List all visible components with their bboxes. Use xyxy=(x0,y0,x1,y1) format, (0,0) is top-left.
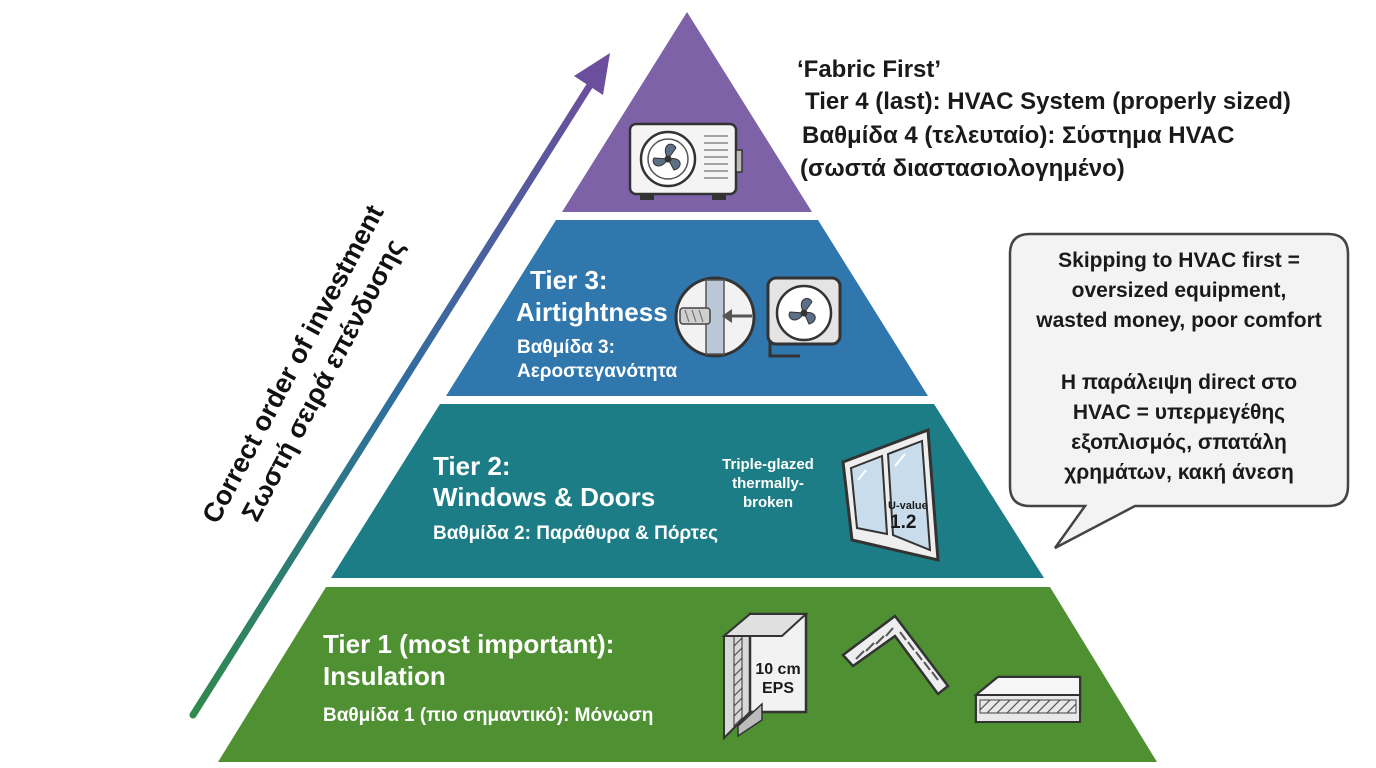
bubble-gr-line4: χρημάτων, κακή άνεση xyxy=(1064,461,1294,484)
sealed-joint-icon xyxy=(674,276,756,358)
tier-2-note: Triple-glazed thermally- broken xyxy=(708,455,828,512)
bubble-text-greek: Η παράλειψη direct στο HVAC = υπερμεγέθη… xyxy=(1014,368,1344,488)
air-conditioner-outdoor-unit-icon xyxy=(628,122,743,200)
tier-1-subtitle: Βαθμίδα 1 (πιο σημαντικό): Μόνωση xyxy=(323,705,654,726)
tier-4-heading: ‘Fabric First’ xyxy=(797,56,942,83)
insulation-board-icon xyxy=(721,611,809,741)
tier-1-title-line2: Insulation xyxy=(323,661,446,691)
tier-4-subtitle-line1: Βαθμίδα 4 (τελευταίο): Σύστημα HVAC xyxy=(802,122,1235,149)
roof-insulation-icon xyxy=(841,614,950,696)
ventilation-fan-icon xyxy=(766,276,842,358)
u-value-label: U-value xyxy=(888,500,928,512)
tier-2-subtitle: Βαθμίδα 2: Παράθυρα & Πόρτες xyxy=(433,523,719,544)
tier-1-title-line1: Tier 1 (most important): xyxy=(323,629,615,659)
board-label-line1: 10 cm xyxy=(755,661,801,678)
bubble-gr-line2: HVAC = υπερμεγέθης xyxy=(1072,401,1286,424)
tier-2-title-line2: Windows & Doors xyxy=(433,482,656,512)
tier-2-note-line2: thermally- xyxy=(732,475,804,492)
tier-3-subtitle-line2: Αεροστεγανότητα xyxy=(517,361,678,382)
bubble-gr-line3: εξοπλισμός, σπατάλη xyxy=(1071,431,1287,454)
tier-3-subtitle-line1: Βαθμίδα 3: xyxy=(517,337,615,358)
tier-3-title-line1: Tier 3: xyxy=(530,265,608,295)
window-icon xyxy=(841,427,940,562)
tier-4-band xyxy=(562,12,812,212)
board-label-line2: EPS xyxy=(761,680,794,697)
tier-4-title: Tier 4 (last): HVAC System (properly siz… xyxy=(805,88,1291,115)
bubble-en-line3: wasted money, poor comfort xyxy=(1036,309,1322,332)
bubble-en-line2: oversized equipment, xyxy=(1071,279,1287,302)
bubble-gr-line1: Η παράλειψη direct στο xyxy=(1060,371,1298,394)
tier-3-title-line2: Airtightness xyxy=(516,297,668,327)
speech-bubble xyxy=(1008,232,1350,550)
floor-insulation-icon xyxy=(973,675,1082,724)
tier-2-note-line3: broken xyxy=(742,494,793,511)
tier-2-note-line1: Triple-glazed xyxy=(722,456,814,473)
u-value-number: 1.2 xyxy=(890,512,917,533)
bubble-en-line1: Skipping to HVAC first = xyxy=(1058,249,1300,272)
tier-2-title-line1: Tier 2: xyxy=(433,451,511,481)
bubble-text-english: Skipping to HVAC first = oversized equip… xyxy=(1014,246,1344,336)
tier-4-subtitle-line2: (σωστά διαστασιολογημένο) xyxy=(800,155,1125,182)
insulation-board-label: 10 cm EPS xyxy=(752,660,804,698)
investment-order-arrow xyxy=(189,53,610,719)
tier-1-band xyxy=(218,587,1157,762)
